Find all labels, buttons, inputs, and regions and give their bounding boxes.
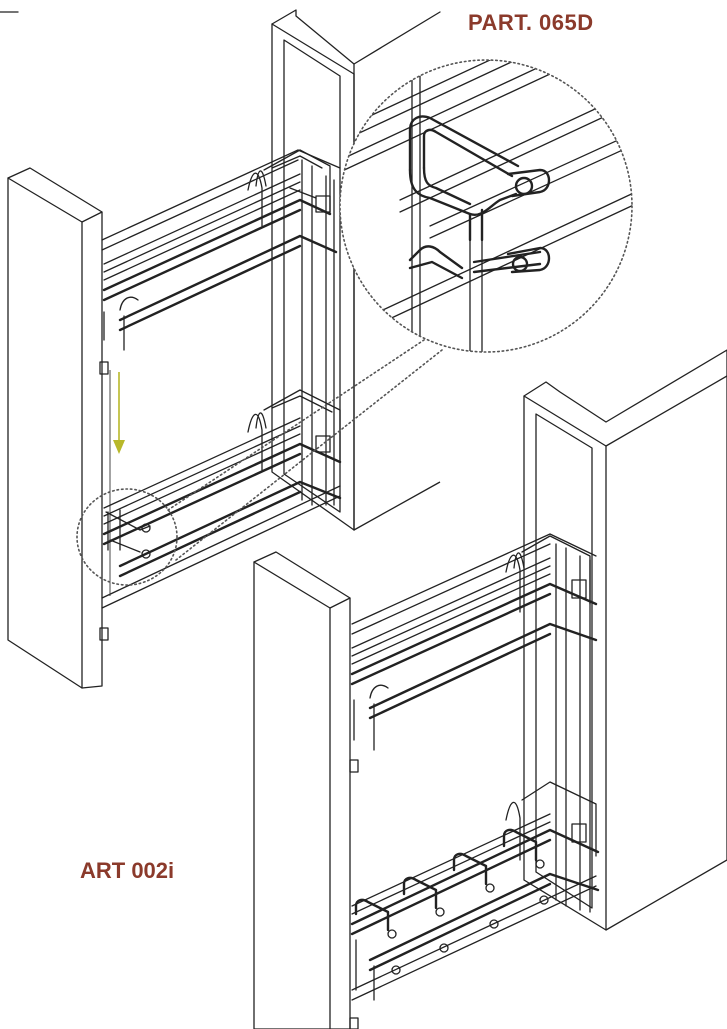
clip-part xyxy=(141,523,151,533)
lower-upper-bracket xyxy=(571,579,587,599)
lower-lower-basket xyxy=(350,781,600,1001)
lower-assembly xyxy=(253,349,727,1029)
lower-bracket xyxy=(315,435,331,453)
callout-connector-top xyxy=(167,339,425,511)
magnified-detail xyxy=(339,59,633,353)
upper-frame xyxy=(101,149,341,609)
upper-bracket xyxy=(315,195,331,213)
detail-part-label: PART. 065D xyxy=(468,10,594,35)
lower-cabinet xyxy=(523,349,727,931)
arrow-head-icon xyxy=(113,440,125,454)
hinge-bolt-top xyxy=(99,361,109,375)
hinge-bolt-bottom xyxy=(99,627,109,641)
upper-basket xyxy=(102,149,338,351)
lower-upper-basket xyxy=(350,535,598,751)
lower-door-panel xyxy=(253,551,359,1029)
upper-door-panel xyxy=(7,167,109,689)
model-label: ART 002i xyxy=(80,858,175,883)
lower-basket xyxy=(102,389,342,578)
basket-dividers xyxy=(354,828,549,975)
detail-callout-small xyxy=(76,488,178,586)
hinge-bolt-lower xyxy=(349,759,359,773)
hinge-bolt-lower-2 xyxy=(349,1017,359,1029)
mounting-arrow xyxy=(113,372,125,454)
clip-part-2 xyxy=(141,549,151,559)
detail-callout-large xyxy=(339,59,633,353)
lower-lower-bracket xyxy=(571,823,587,843)
